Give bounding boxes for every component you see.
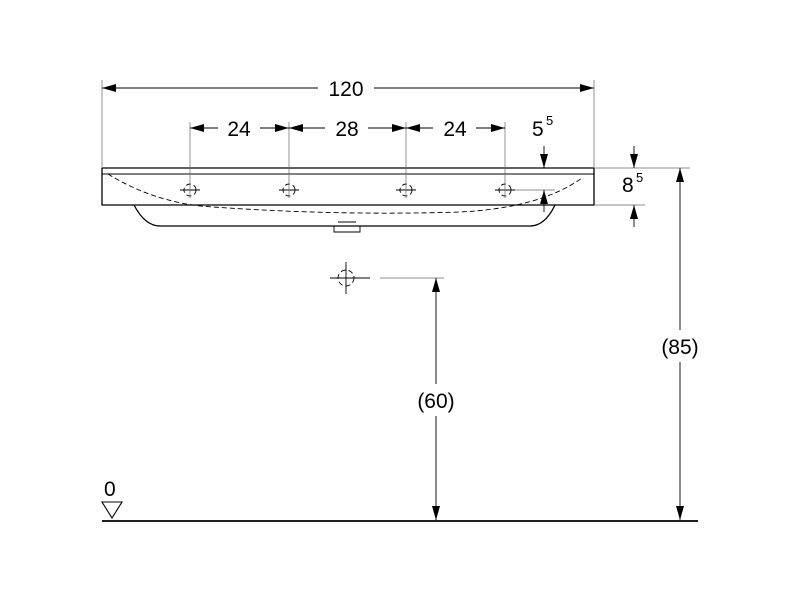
outlet-height-label: (60) <box>417 390 454 413</box>
tap-offset-sup: 5 <box>546 113 553 128</box>
washbasin-outline <box>101 167 595 233</box>
tap-hole-2 <box>279 122 299 198</box>
tap-hole-4 <box>495 122 555 198</box>
overall-height-dimension: (85) <box>661 168 699 520</box>
rim-height-dimension: 8 5 <box>594 146 690 227</box>
rim-height-sup: 5 <box>636 170 643 185</box>
spacing-right-label: 24 <box>443 118 467 141</box>
tap-holes <box>180 122 555 198</box>
floor-level-label: 0 <box>104 478 116 501</box>
tap-hole-1 <box>180 122 200 198</box>
outlet-height-dimension: (60) <box>417 278 455 520</box>
tap-offset-label: 5 <box>532 118 544 141</box>
floor-reference: 0 <box>101 478 698 522</box>
tap-hole-3 <box>396 122 416 198</box>
tap-spacing-dimensions: 24 28 24 <box>190 118 505 141</box>
spacing-left-label: 24 <box>227 118 251 141</box>
total-width-label: 120 <box>328 78 363 101</box>
width-dimension: 120 <box>101 78 595 168</box>
tap-offset-dimension: 5 5 <box>532 113 553 212</box>
floor-level-icon <box>101 501 123 520</box>
overall-height-label: (85) <box>661 336 698 359</box>
waste-outlet-marker <box>330 262 444 294</box>
rim-height-label: 8 <box>622 174 634 197</box>
spacing-middle-label: 28 <box>335 118 358 141</box>
